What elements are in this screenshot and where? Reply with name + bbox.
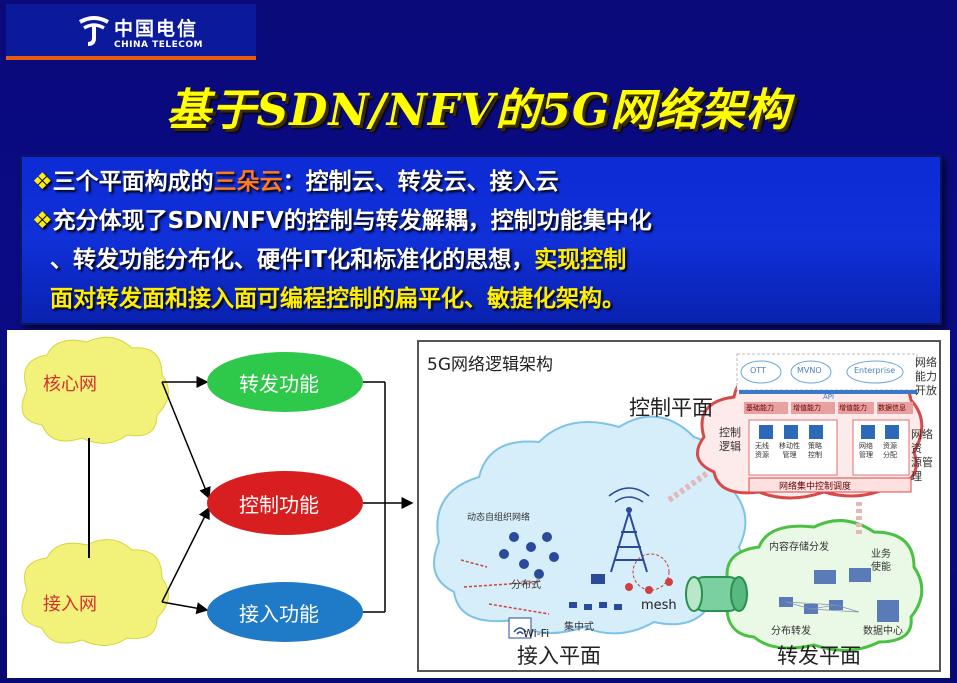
ctrl-item-1: 无线 资源 xyxy=(755,442,769,459)
access-net-cloud xyxy=(21,539,169,646)
bullet-2-cont: 、转发功能分布化、硬件IT化和标准化的思想，实现控制 xyxy=(32,241,930,280)
access-func-label: 接入功能 xyxy=(239,602,319,626)
bullet-2-line-1: 充分体现了SDN/NFV的控制与转发解耦，控制功能集中化 xyxy=(52,208,652,234)
network-res-mgmt-label: 网络资 源管理 xyxy=(911,428,933,483)
bullet-2-cont-2: 面对转发面和接入面可编程控制的扁平化、敏捷化架构。 xyxy=(32,280,930,319)
mesh-label: mesh xyxy=(641,598,677,613)
access-func-ellipse xyxy=(207,582,363,642)
slide-title: 基于SDN/NFV的5G网络架构 xyxy=(166,85,791,136)
control-plane-label: 控制平面 xyxy=(629,396,713,420)
logo-name-en: CHINA TELECOM xyxy=(114,40,203,50)
cap-box-3: 增值能力 xyxy=(839,404,867,412)
cap-box-4: 数据信息 xyxy=(878,404,906,412)
wifi-label: Wi-Fi xyxy=(523,627,550,640)
logo-name-cn: 中国电信 xyxy=(114,18,199,40)
5g-logic-title: 5G网络逻辑架构 xyxy=(427,355,553,375)
dynamic-ad-hoc-label: 动态自组织网络 xyxy=(467,513,531,523)
bullet-box: ❖三个平面构成的三朵云：控制云、转发云、接入云 ❖充分体现了SDN/NFV的控制… xyxy=(20,155,942,325)
central-ctrl-label: 网络集中控制调度 xyxy=(779,482,852,492)
api-label: API xyxy=(823,393,835,401)
diamond-bullet-icon: ❖ xyxy=(32,208,53,234)
bullet-1-suffix: ：控制云、转发云、接入云 xyxy=(282,169,559,195)
left-function-diagram xyxy=(21,336,414,646)
tower-icon xyxy=(608,487,650,573)
ott-label: OTT xyxy=(750,366,766,375)
core-net-cloud xyxy=(21,336,169,444)
bullet-1-highlight: 三朵云 xyxy=(213,169,283,195)
data-center-label: 数据中心 xyxy=(863,626,903,637)
control-func-ellipse xyxy=(207,471,363,535)
china-telecom-logo-icon xyxy=(79,16,109,46)
forward-func-ellipse xyxy=(207,352,363,412)
ctrl-item-2: 移动性 管理 xyxy=(779,442,800,459)
mvno-label: MVNO xyxy=(797,366,822,375)
cap-box-1: 基础能力 xyxy=(746,404,774,412)
cap-box-2: 增值能力 xyxy=(793,404,821,412)
bullet-2-line-2: 、转发功能分布化、硬件IT化和标准化的思想， xyxy=(50,247,535,273)
brand-logo: 中国电信 CHINA TELECOM xyxy=(6,4,256,60)
control-logic-label: 控制 逻辑 xyxy=(719,426,741,453)
centralized-label: 集中式 xyxy=(564,622,594,633)
distributed-label: 分布式 xyxy=(511,580,541,591)
access-plane-label: 接入平面 xyxy=(517,644,601,668)
forward-plane-cloud xyxy=(725,519,924,652)
ctrl-item-3: 策略 控制 xyxy=(808,442,822,459)
bullet-2-highlight: 实现控制 xyxy=(534,247,627,273)
network-capability-open: 网络 能力 开放 xyxy=(915,356,937,397)
bullet-2-line-3: 面对转发面和接入面可编程控制的扁平化、敏捷化架构。 xyxy=(50,286,625,312)
bullet-1: ❖三个平面构成的三朵云：控制云、转发云、接入云 xyxy=(32,163,930,202)
5g-logic-architecture-panel: 5G网络逻辑架构 控制平面 接入平面 转发平面 网络 能力 开放 OTT MVN… xyxy=(417,340,941,672)
forward-func-label: 转发功能 xyxy=(239,372,319,396)
content-storage-label: 内容存储分发 xyxy=(769,542,829,553)
ctrl-item-5: 资源 分配 xyxy=(883,442,897,459)
enterprise-label: Enterprise xyxy=(854,366,896,375)
access-net-label: 接入网 xyxy=(43,594,97,615)
core-net-label: 核心网 xyxy=(43,374,97,395)
5g-logic-diagram xyxy=(433,353,924,652)
service-enable-label: 业务 使能 xyxy=(871,549,891,573)
architecture-diagram: 核心网 接入网 转发功能 控制功能 接入功能 xyxy=(7,330,950,678)
diamond-bullet-icon: ❖ xyxy=(32,169,53,195)
bullet-1-prefix: 三个平面构成的 xyxy=(52,169,214,195)
ctrl-item-4: 网络 管理 xyxy=(859,442,873,459)
distributed-forward-label: 分布转发 xyxy=(771,626,811,637)
bullet-2: ❖充分体现了SDN/NFV的控制与转发解耦，控制功能集中化 xyxy=(32,202,930,241)
forward-plane-label: 转发平面 xyxy=(777,644,861,668)
control-func-label: 控制功能 xyxy=(239,493,319,517)
